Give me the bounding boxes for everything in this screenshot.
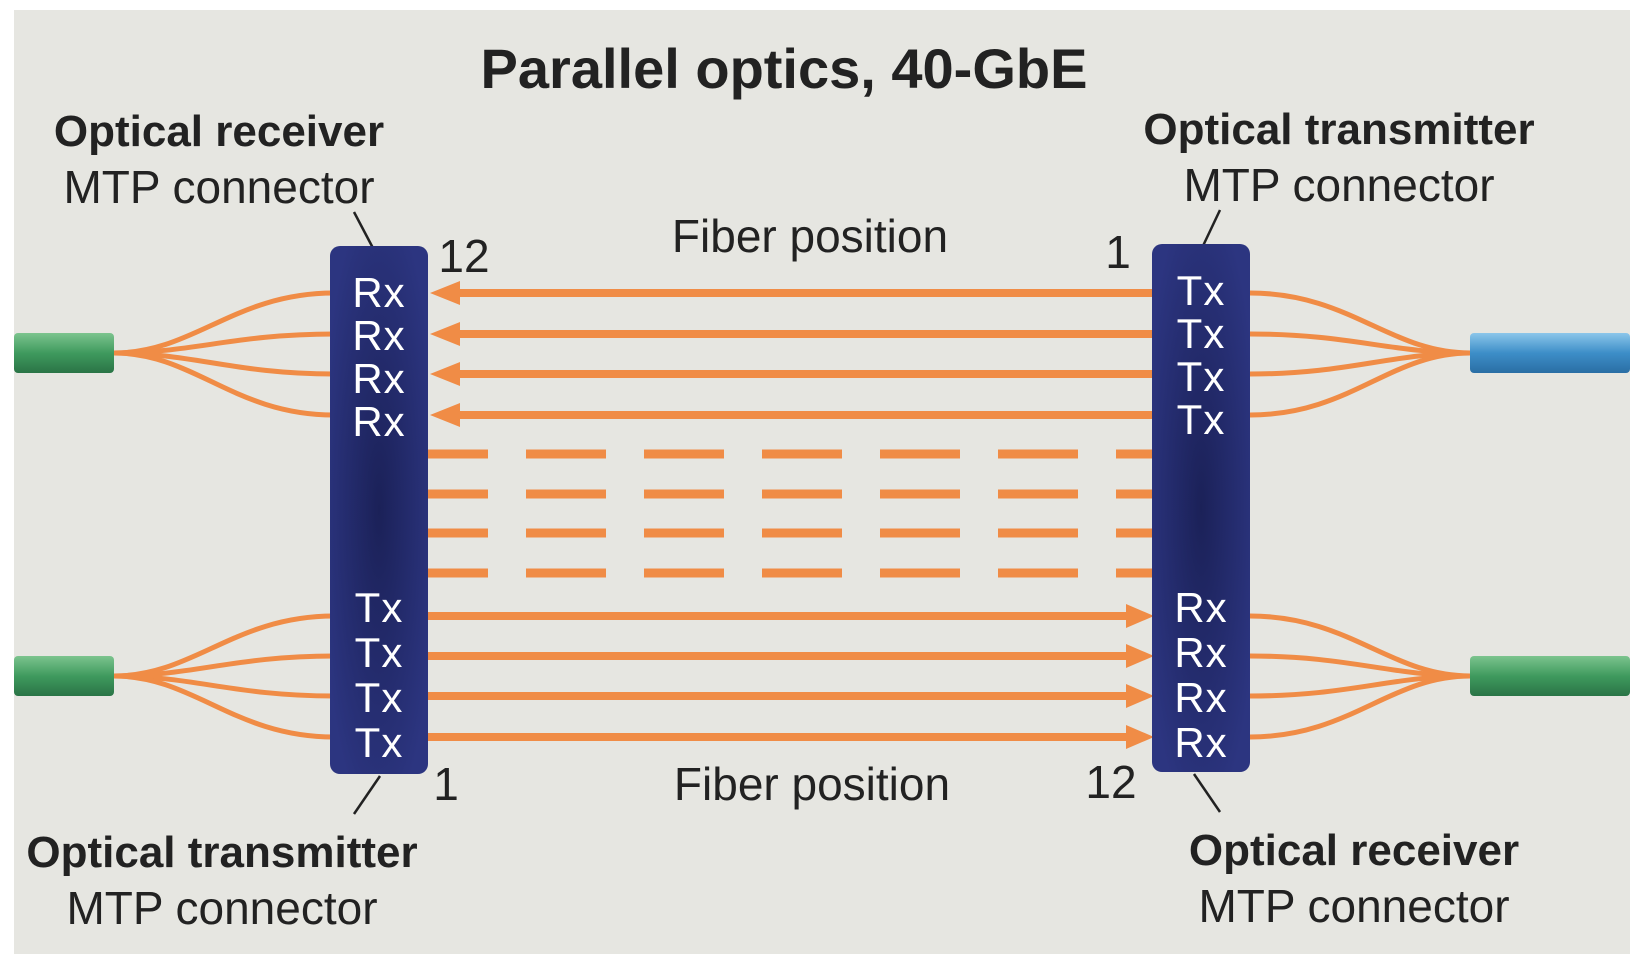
right-connector-label: Rx	[1174, 584, 1227, 631]
left-connector-label: Tx	[355, 674, 404, 721]
top-right-heading: Optical transmitter	[1143, 105, 1534, 154]
left-mtp-connector	[330, 246, 428, 774]
bottom-fiber-arrowheads	[1126, 604, 1154, 749]
bottom-right-subheading: MTP connector	[1198, 880, 1509, 932]
top-left-heading: Optical receiver	[54, 107, 384, 156]
left-top-fiber-fanout	[113, 290, 335, 418]
left-connector-label: Rx	[352, 312, 405, 359]
position-number-left-bottom: 1	[433, 758, 459, 810]
top-left-subheading: MTP connector	[63, 161, 374, 213]
left-connector-label: Tx	[355, 719, 404, 766]
bottom-fiber-lines	[424, 612, 1132, 741]
bottom-left-subheading: MTP connector	[66, 882, 377, 934]
right-top-fiber-fanout	[1249, 290, 1471, 418]
left-bottom-fiber-fanout	[113, 613, 335, 740]
right-bottom-fiber-fanout	[1249, 613, 1471, 740]
position-number-left-top: 12	[438, 230, 489, 282]
bottom-right-heading: Optical receiver	[1189, 826, 1519, 875]
diagram-canvas: Parallel optics, 40-GbE Optical receiver…	[14, 10, 1630, 954]
right-bottom-green-cable	[1470, 656, 1630, 696]
left-top-green-cable	[14, 333, 114, 373]
left-connector-label: Rx	[352, 269, 405, 316]
left-connector-label: Tx	[355, 629, 404, 676]
bottom-left-leader-line	[352, 775, 382, 815]
fiber-position-top-label: Fiber position	[672, 210, 948, 262]
right-connector-label: Tx	[1177, 310, 1226, 357]
position-number-right-top: 1	[1105, 226, 1131, 278]
left-connector-label: Tx	[355, 584, 404, 631]
top-fiber-lines	[454, 289, 1154, 419]
position-number-right-bottom: 12	[1085, 756, 1136, 808]
left-bottom-green-cable	[14, 656, 114, 696]
right-connector-label: Rx	[1174, 629, 1227, 676]
top-right-subheading: MTP connector	[1183, 159, 1494, 211]
left-connector-label: Rx	[352, 398, 405, 445]
left-connector-label: Rx	[352, 355, 405, 402]
right-connector-label: Rx	[1174, 674, 1227, 721]
top-fiber-arrowheads	[430, 281, 460, 427]
right-connector-label: Tx	[1177, 396, 1226, 443]
unused-fiber-lines	[408, 449, 1154, 578]
right-mtp-connector	[1152, 244, 1250, 772]
bottom-left-heading: Optical transmitter	[26, 828, 417, 877]
fiber-position-bottom-label: Fiber position	[674, 758, 950, 810]
top-right-leader-line	[1200, 209, 1222, 249]
right-connector-label: Tx	[1177, 353, 1226, 400]
diagram-title: Parallel optics, 40-GbE	[481, 37, 1088, 100]
top-left-leader-line	[352, 211, 376, 251]
right-connector-label: Rx	[1174, 719, 1227, 766]
right-connector-label: Tx	[1177, 267, 1226, 314]
bottom-right-leader-line	[1192, 773, 1222, 813]
parallel-optics-diagram: Parallel optics, 40-GbE Optical receiver…	[14, 37, 1630, 934]
right-top-blue-cable	[1470, 333, 1630, 373]
